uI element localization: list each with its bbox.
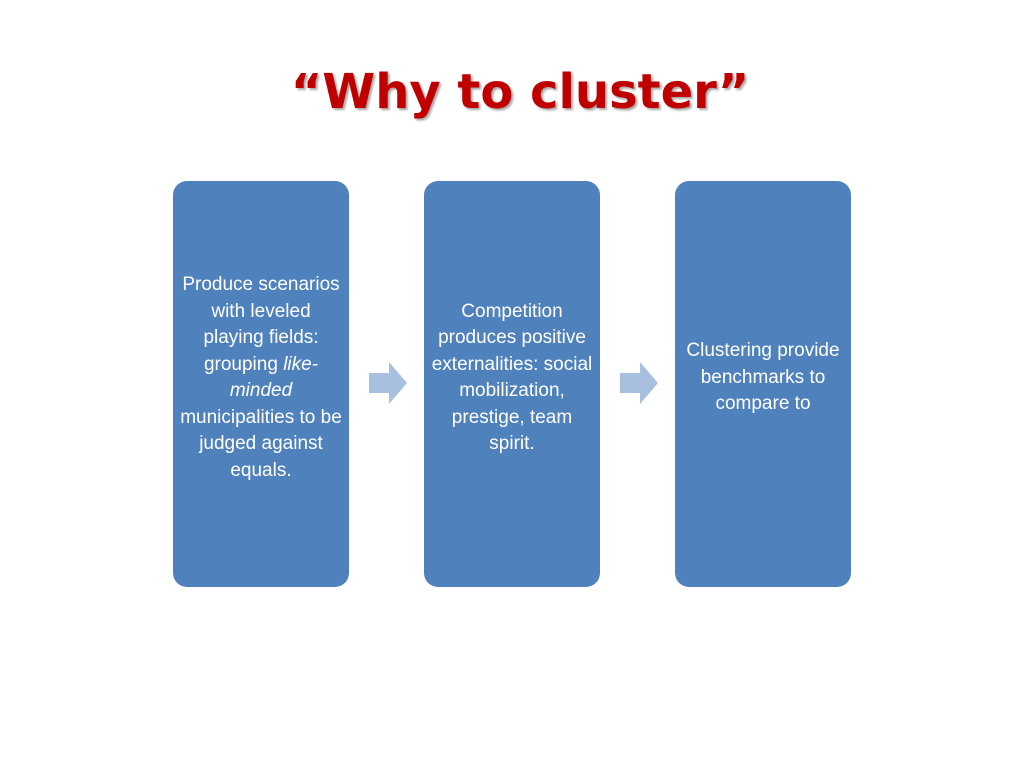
slide-title: “Why to cluster” [290,64,750,120]
right-arrow-icon [369,362,407,404]
step-1-text-italic: like-minded [229,353,319,402]
process-step-2: Competition produces positive externalit… [424,181,600,587]
process-step-1-text: Produce scenarios with leveled playing f… [179,272,343,484]
process-step-1: Produce scenarios with leveled playing f… [173,181,349,587]
process-step-3-text: Clustering provide benchmarks to compare… [686,340,840,415]
process-step-2-text: Competition produces positive externalit… [431,300,593,455]
process-step-3: Clustering provide benchmarks to compare… [675,181,851,587]
step-1-text-end: municipalities to be judged against equa… [180,406,342,481]
step-1-text-start: Produce scenarios with leveled playing f… [182,274,340,375]
right-arrow-icon [620,362,658,404]
